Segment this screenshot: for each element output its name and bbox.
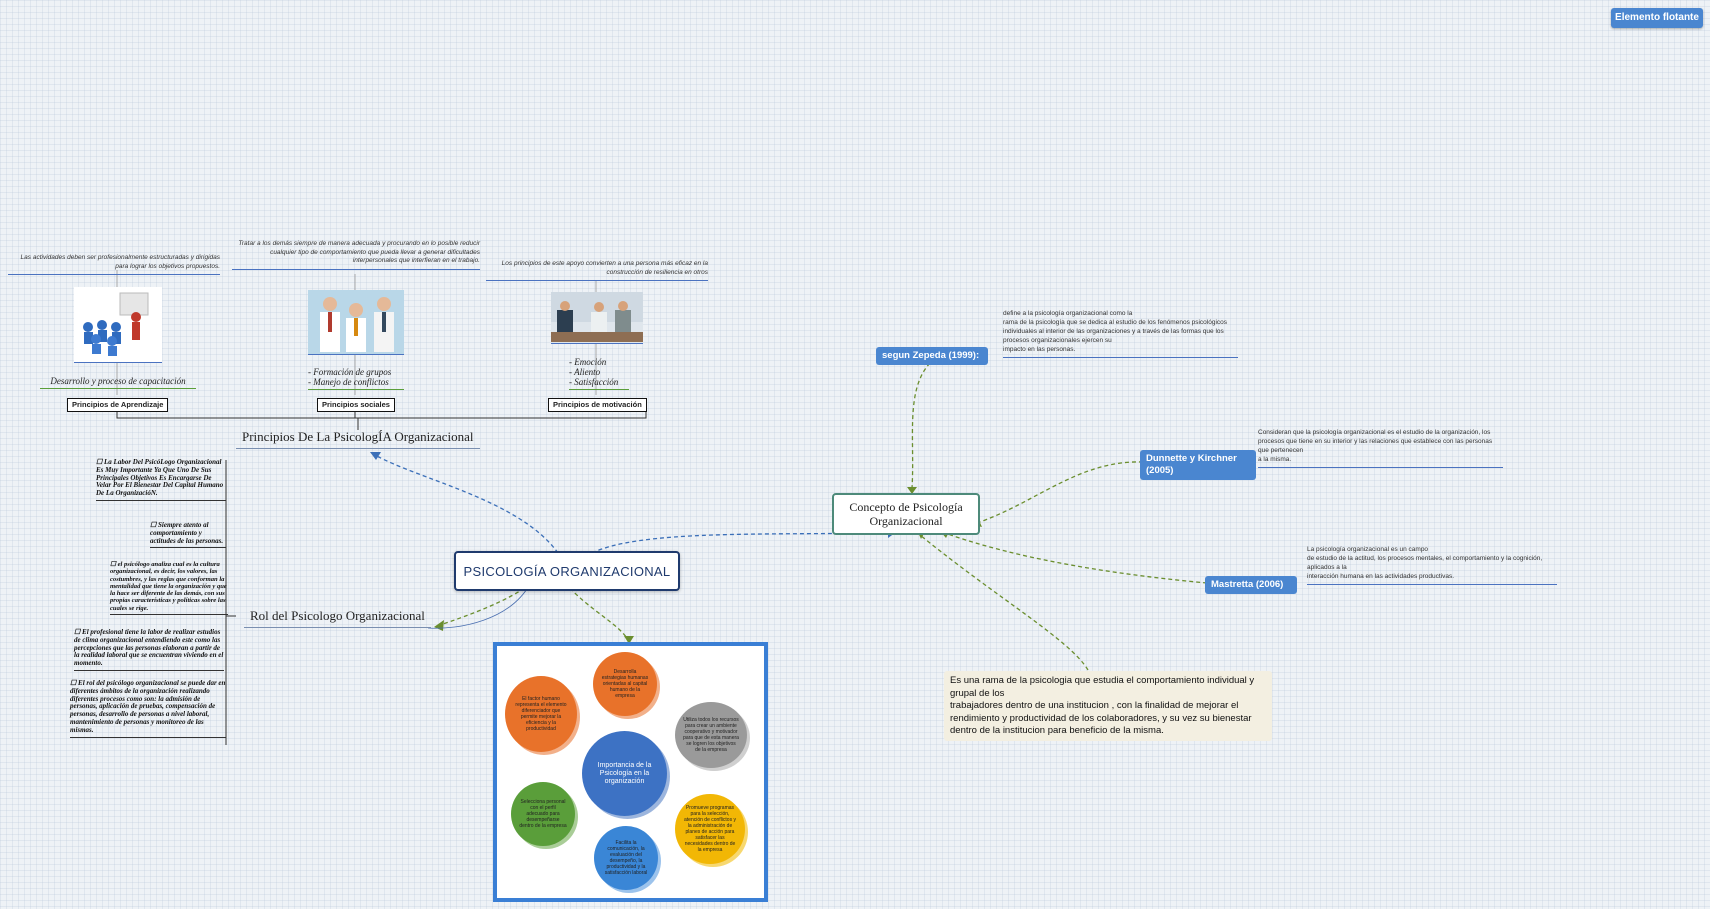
learning-subtext: Desarrollo y proceso de capacitación — [40, 376, 196, 389]
author-zepeda-text: define a la psicología organizacional co… — [1003, 309, 1238, 358]
concepto-topic[interactable]: Concepto de Psicología Organizacional — [832, 493, 980, 535]
social-subtext-line-1: - Formación de grupos — [308, 367, 392, 377]
role-item-1-text: La Labor Del PsicóLogo Organizacional Es… — [96, 458, 224, 498]
author-mastretta-text: La psicología organizacional es un campo… — [1307, 545, 1557, 585]
role-item-3: ☐ el psicólogo analiza cual es la cultur… — [110, 561, 228, 616]
motivation-image — [551, 292, 643, 344]
role-item-3-text: el psicólogo analiza cual es la cultura … — [110, 561, 227, 612]
social-image — [308, 290, 404, 355]
central-topic[interactable]: PSICOLOGÍA ORGANIZACIONAL — [454, 551, 680, 591]
role-item-5: ☐ El rol del psicólogo organizacional se… — [70, 679, 226, 738]
role-item-4-text: El profesional tiene la labor de realiza… — [74, 628, 224, 668]
dunnette-name-line-1: Dunnette y Kirchner — [1146, 453, 1237, 464]
principle-note-motivation: Los principios de este apoyo convierten … — [486, 260, 708, 281]
zepeda-line-2: rama de la psicología que se dedica al e… — [1003, 319, 1228, 326]
author-dunnette[interactable]: Dunnette y Kirchner (2005) — [1140, 450, 1256, 480]
social-subtext-line-2: - Manejo de conflictos — [308, 377, 389, 387]
dunnette-line-1: Consideran que la psicología organizacio… — [1258, 429, 1491, 436]
dunnette-line-2: procesos que tiene en su interior y las … — [1258, 438, 1493, 445]
principle-learning-label[interactable]: Principios de Aprendizaje — [67, 398, 169, 412]
importance-bubble-6: El factor humano representa el elemento … — [505, 676, 577, 752]
dunnette-line-3: que pertenecen — [1258, 447, 1304, 454]
dunnette-line-4: a la misma. — [1258, 456, 1292, 463]
zepeda-line-3: individuales al interior de las organiza… — [1003, 328, 1224, 335]
motivation-subtext-line-2: - Aliento — [569, 367, 601, 377]
mastretta-line-4: interacción humana en las actividades pr… — [1307, 573, 1455, 580]
zepeda-line-1: define a la psicología organizacional co… — [1003, 310, 1133, 317]
principle-social-label[interactable]: Principios sociales — [317, 398, 395, 412]
role-item-5-text: El rol del psicólogo organizacional se p… — [70, 679, 226, 734]
principle-note-learning: Las actividades deben ser profesionalmen… — [8, 254, 220, 275]
role-item-2-text: Siempre atento al comportamiento y actit… — [150, 521, 224, 545]
mastretta-line-1: La psicología organizacional es un campo — [1307, 546, 1429, 553]
rol-topic[interactable]: Rol del Psicologo Organizacional — [244, 608, 431, 628]
social-subtext: - Formación de grupos - Manejo de confli… — [308, 367, 404, 390]
training-image — [74, 287, 162, 363]
motivation-subtext-line-3: - Satisfacción — [569, 377, 619, 387]
concepto-definition: Es una rama de la psicologia que estudia… — [944, 671, 1272, 741]
role-item-4: ☐ El profesional tiene la labor de reali… — [74, 628, 224, 671]
role-item-2: ☐ Siempre atento al comportamiento y act… — [150, 521, 226, 549]
mastretta-line-3: aplicados a la — [1307, 564, 1347, 571]
principle-motivation-label[interactable]: Principios de motivación — [548, 398, 647, 412]
definition-line-1: Es una rama de la psicologia que estudia… — [950, 675, 1255, 699]
author-mastretta[interactable]: Mastretta (2006) — [1205, 576, 1297, 594]
importance-bubble-3: Promueve programas para la selección, at… — [675, 794, 745, 864]
motivation-subtext: - Emoción - Aliento - Satisfacción — [569, 357, 629, 390]
importance-bubble-1: Desarrolla estrategias humanas orientada… — [593, 652, 657, 716]
importance-bubble-4: Facilita la comunicación, la evaluación … — [594, 826, 658, 890]
author-dunnette-text: Consideran que la psicología organizacio… — [1258, 428, 1503, 468]
zepeda-line-4: procesos organizacionales ejercen su — [1003, 337, 1112, 344]
definition-line-4: dentro de la institucion para beneficio … — [950, 725, 1164, 736]
definition-line-3: rendimiento y productividad de los colab… — [950, 712, 1252, 724]
role-item-1: ☐ La Labor Del PsicóLogo Organizacional … — [96, 458, 226, 501]
principios-topic[interactable]: Principios De La PsicologÍA Organizacion… — [236, 429, 480, 449]
definition-line-2: trabajadores dentro de una institucion ,… — [950, 700, 1239, 711]
importance-image: Importancia de la Psicología en la organ… — [493, 642, 768, 902]
mastretta-line-2: de estudio de la actitud, los procesos m… — [1307, 555, 1543, 562]
zepeda-line-5: impacto en las personas. — [1003, 346, 1076, 353]
floating-element-button[interactable]: Elemento flotante — [1611, 8, 1703, 28]
importance-bubble-5: Selecciona personal con el perfil adecua… — [511, 782, 575, 846]
importance-bubble-2: Utiliza todos los recursos para crear un… — [675, 702, 747, 768]
motivation-subtext-line-1: - Emoción — [569, 357, 607, 367]
dunnette-name-line-2: (2005) — [1146, 465, 1174, 476]
importance-center-bubble: Importancia de la Psicología en la organ… — [582, 731, 667, 816]
principle-note-social: Tratar a los demás siempre de manera ade… — [232, 240, 480, 270]
author-zepeda[interactable]: segun Zepeda (1999): — [876, 347, 988, 365]
